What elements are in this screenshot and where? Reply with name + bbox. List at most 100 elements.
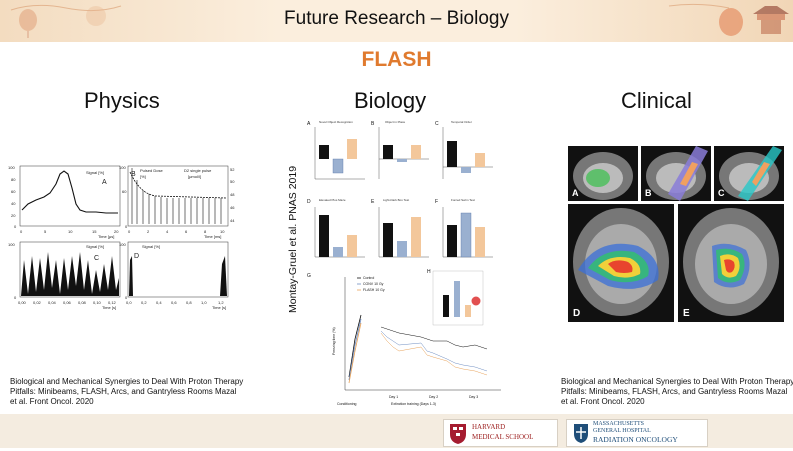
label-a-signal: Signal [%]: [86, 170, 104, 175]
tick-c-x1: 0,02: [33, 300, 42, 305]
bio-letter-f: F: [435, 199, 438, 205]
tick-a-x3: 15: [92, 229, 97, 234]
tick-a-y0: 100: [8, 165, 15, 170]
tick-a-x0: 0: [20, 229, 23, 234]
bio-subplot-b: [378, 127, 429, 179]
ct-image-c: C: [714, 146, 784, 201]
tick-a-y5: 0: [14, 224, 17, 229]
x-label-conditioning: Conditioning: [337, 402, 357, 406]
bio-subplot-a: [314, 127, 365, 180]
reference-right: Biological and Mechanical Synergies to D…: [561, 377, 793, 406]
tick-b-y5: 0: [125, 224, 128, 229]
clinical-figure: A B C D: [568, 146, 784, 324]
column-title-biology: Biology: [354, 88, 427, 113]
tick-a-y2: 60: [11, 189, 16, 194]
tick-a-x1: 5: [44, 229, 47, 234]
mgh-line3: RADIATION ONCOLOGY: [593, 435, 678, 444]
tick-d-x2: 0,4: [156, 300, 162, 305]
ct-letter-c: C: [718, 188, 725, 198]
bio-letter-g: G: [307, 273, 311, 279]
tick-c-x3: 0,06: [63, 300, 72, 305]
label-a-letter: A: [102, 179, 107, 186]
label-b-unit: [%]: [140, 174, 146, 179]
axis-time-us: Time [μs]: [98, 234, 114, 239]
label-b-single-unit: [μmol/l]: [188, 174, 201, 179]
mgh-line2: GENERAL HOSPITAL: [593, 428, 651, 434]
bio-subplot-c: [442, 127, 493, 179]
bio-title-c: Temporal Order: [451, 120, 472, 124]
tick-c-y5: 0: [14, 295, 17, 300]
bio-subplot-e: [378, 207, 429, 258]
day-label-1: Day 1: [389, 395, 398, 399]
tick-b-r4: 44: [230, 218, 235, 223]
bio-letter-c: C: [435, 121, 439, 127]
bio-subplot-d: [314, 207, 365, 258]
bio-inset-h: [432, 270, 484, 326]
tick-b-y2: 60: [122, 189, 127, 194]
bio-letter-d: D: [307, 199, 311, 205]
label-d-letter: D: [134, 253, 139, 260]
biology-figure: A B C D E F G H Novel Object Recognition…: [305, 115, 503, 413]
mgh-shield-icon: [574, 424, 588, 443]
tick-b-x2: 4: [166, 229, 169, 234]
flash-heading: FLASH: [361, 48, 432, 71]
decorative-lantern-icon: [10, 4, 122, 38]
tick-c-x0: 0,00: [18, 300, 27, 305]
tick-b-x0: 0: [128, 229, 131, 234]
mgh-logo: MASSACHUSETTS GENERAL HOSPITAL RADIATION…: [566, 419, 708, 447]
legend-flash: FLASH 10 Gy: [363, 288, 385, 292]
label-d-signal: Signal [%]: [142, 244, 160, 249]
column-title-physics: Physics: [84, 88, 160, 113]
label-c-signal: Signal [%]: [86, 244, 104, 249]
legend-conv: CONV 10 Gy: [363, 282, 384, 286]
tick-d-x3: 0,6: [171, 300, 177, 305]
harvard-shield-icon: [450, 424, 466, 444]
bio-title-e: Light-Dark Box Test: [383, 198, 409, 202]
bio-letter-h: H: [427, 269, 431, 275]
bio-title-a: Novel Object Recognition: [319, 120, 353, 124]
bio-title-d: Elevated Plus Maze: [319, 198, 346, 202]
tick-b-x3: 6: [185, 229, 188, 234]
tick-d-y0: 100: [119, 242, 126, 247]
tick-d-x4: 0,8: [186, 300, 192, 305]
day-label-2: Day 2: [429, 395, 438, 399]
mgh-line1: MASSACHUSETTS: [593, 421, 645, 427]
ct-letter-e: E: [683, 308, 690, 319]
slide-header: Future Research – Biology: [0, 0, 793, 42]
ct-letter-b: B: [645, 188, 652, 198]
ct-letter-a: A: [572, 188, 579, 198]
tick-d-y5: 0: [125, 295, 128, 300]
tick-c-x4: 0,08: [78, 300, 87, 305]
bio-title-f: Forced Swim Test: [451, 198, 475, 202]
axis-time-s-c: Time [s]: [102, 305, 116, 310]
tick-b-r0: 52: [230, 167, 235, 172]
tick-b-x1: 2: [147, 229, 150, 234]
tick-d-x1: 0,2: [141, 300, 147, 305]
axis-time-ms: Time [ms]: [204, 234, 221, 239]
harvard-line1: HARVARD: [472, 423, 506, 431]
tick-c-y0: 100: [8, 242, 15, 247]
tick-b-r3: 46: [230, 205, 235, 210]
tick-a-y4: 20: [11, 213, 16, 218]
tick-d-x0: 0,0: [126, 300, 132, 305]
label-b-pulsed: Pulsed Dose: [140, 168, 163, 173]
tick-b-x5: 10: [220, 229, 225, 234]
tick-b-x4: 8: [204, 229, 207, 234]
tick-a-y3: 40: [11, 201, 16, 206]
tick-b-r2: 48: [230, 192, 235, 197]
label-c-letter: C: [94, 255, 99, 262]
legend-control: Control: [363, 276, 375, 280]
bio-subplot-g: Control CONV 10 Gy FLASH 10 Gy Condition…: [332, 276, 501, 406]
tick-c-x5: 0,10: [93, 300, 102, 305]
decorative-pagoda-icon: [668, 3, 789, 36]
ct-image-e: E: [678, 204, 784, 322]
axis-time-s-d: Time [s]: [212, 305, 226, 310]
label-b-single: D2 single pulse: [184, 168, 212, 173]
tick-a-x4: 20: [114, 229, 119, 234]
tick-d-x6: 1,2: [218, 300, 224, 305]
tick-a-x2: 10: [68, 229, 73, 234]
tick-b-r1: 50: [230, 179, 235, 184]
bio-letter-b: B: [371, 121, 375, 127]
ct-image-a: A: [568, 146, 638, 201]
svg-text:Montay-Gruel et al. PNAS 2019: Montay-Gruel et al. PNAS 2019: [287, 166, 299, 313]
